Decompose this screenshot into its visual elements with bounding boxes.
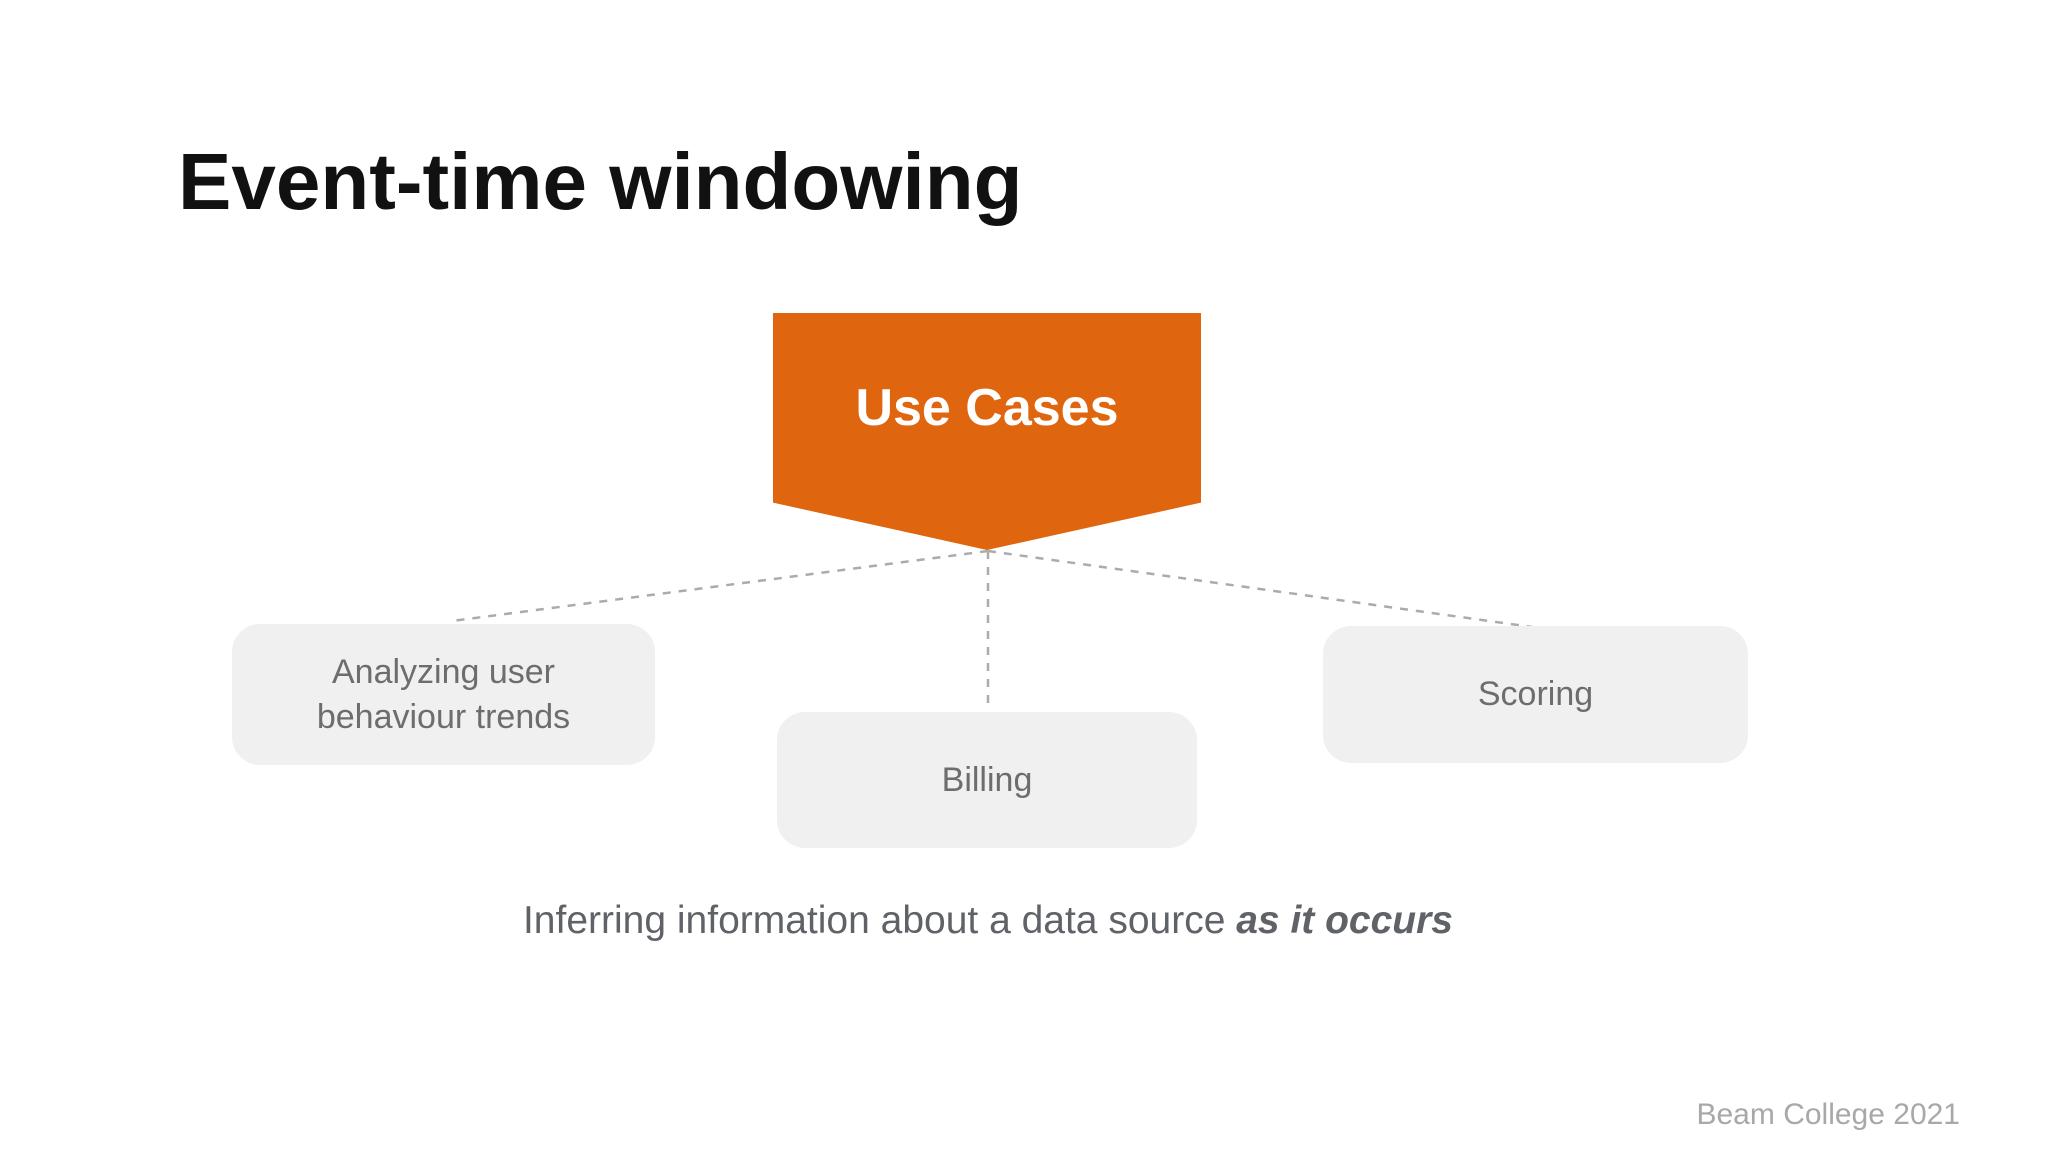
use-case-label: Billing — [941, 760, 1033, 799]
use-cases-root-label: Use Cases — [855, 379, 1119, 437]
caption: Inferring information about a data sourc… — [0, 896, 1976, 947]
use-case-box-billing: Billing — [777, 712, 1197, 848]
use-case-box-analyzing-user-behaviour-trends: Analyzing user behaviour trends — [232, 624, 655, 765]
use-case-label: Analyzing user behaviour trends — [316, 652, 571, 736]
use-case-box-scoring: Scoring — [1323, 626, 1748, 763]
connector-line-left — [451, 549, 989, 623]
footer-credit: Beam College 2021 — [1696, 1098, 1960, 1131]
caption-text: Inferring information about a data sourc… — [522, 899, 1237, 942]
caption-emphasis: as it occurs — [1236, 899, 1454, 942]
use-cases-root-node: Use Cases — [773, 313, 1201, 550]
slide-title: Event-time windowing — [178, 137, 1023, 226]
connector-line-right — [987, 549, 1533, 629]
use-case-label: Scoring — [1477, 675, 1594, 714]
